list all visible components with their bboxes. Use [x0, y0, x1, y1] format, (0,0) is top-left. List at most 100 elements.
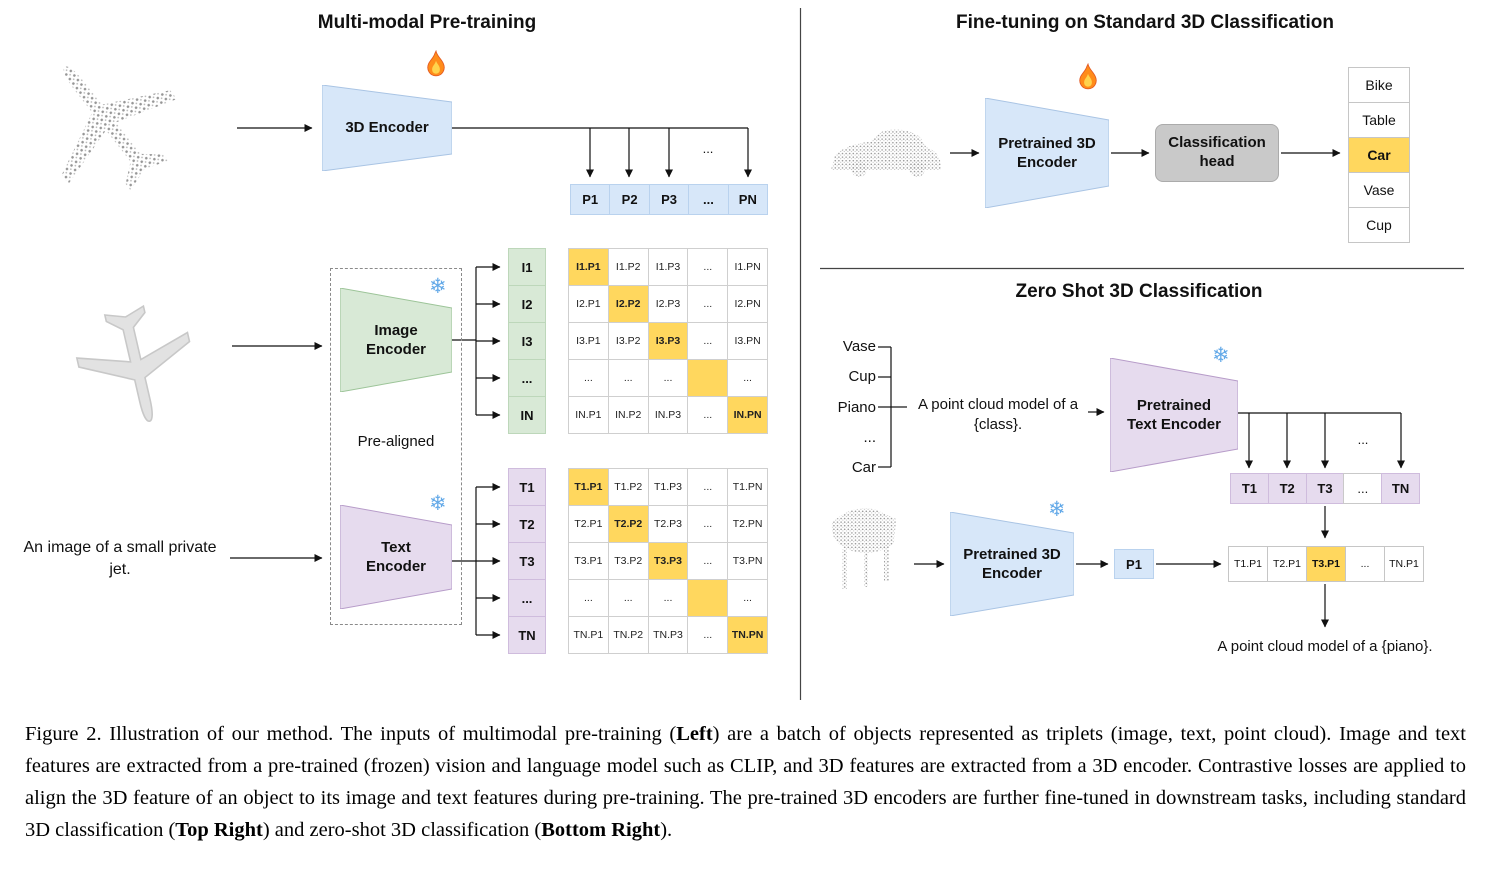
t-header-cell: T1 — [508, 468, 546, 506]
image-point-sim-cell — [688, 360, 728, 396]
class-cell: Bike — [1348, 67, 1410, 103]
image-point-sim-cell: I3.P1 — [569, 323, 608, 359]
airplane-pointcloud — [61, 66, 178, 191]
piano-pointcloud — [831, 508, 896, 589]
image-point-sim-cell: ... — [688, 249, 728, 285]
text-point-sim-cell: T1.P3 — [648, 469, 688, 505]
text-point-sim-cell: T3.P2 — [608, 543, 648, 579]
snowflake-icon: ❄ — [1212, 344, 1230, 367]
zs-t-cell: T2 — [1267, 473, 1307, 504]
text-point-sim-cell: TN.P3 — [648, 617, 688, 653]
text-point-sim-cell: T2.P3 — [648, 506, 688, 542]
image-point-sim-cell: ... — [648, 360, 688, 396]
image-encoder: Image Encoder — [340, 288, 452, 392]
image-point-sim-cell: I2.P1 — [569, 286, 608, 322]
caption-text: ). — [660, 818, 673, 841]
zs-class-word: Piano — [837, 398, 876, 416]
fire-icon — [424, 49, 448, 83]
image-point-sim-cell: I3.P3 — [648, 323, 688, 359]
pretrained-3d-encoder-finetune: Pretrained 3D Encoder — [985, 98, 1109, 208]
text-point-sim-cell: ... — [569, 580, 608, 616]
image-point-sim-cell: IN.PN — [728, 397, 767, 433]
zs-result-cell: TN.P1 — [1384, 546, 1424, 582]
image-point-sim-cell: ... — [608, 360, 648, 396]
pretrained-3d-encoder-zeroshot-label: Pretrained 3D Encoder — [963, 545, 1061, 583]
class-cell: Table — [1348, 102, 1410, 138]
zs-result-cell: ... — [1345, 546, 1385, 582]
p-header-cell: P1 — [570, 184, 611, 215]
p-row-ellipsis: ... — [702, 141, 714, 156]
t-header-cell: T2 — [508, 505, 546, 543]
caption-bold-text: Top Right — [175, 818, 263, 841]
zs-ellipsis: ... — [1357, 432, 1369, 447]
image-point-sim-cell: IN.P1 — [569, 397, 608, 433]
class-cell: Vase — [1348, 172, 1410, 208]
i-header-cell: ... — [508, 359, 546, 397]
text-point-sim-cell: T2.P2 — [608, 506, 648, 542]
text-point-sim-cell: TN.P1 — [569, 617, 608, 653]
text-encoder: Text Encoder — [340, 505, 452, 609]
zs-class-word: Cup — [848, 368, 876, 386]
image-encoder-label: Image Encoder — [365, 321, 426, 359]
image-point-sim-cell: ... — [569, 360, 608, 396]
zs-result-cell: T1.P1 — [1228, 546, 1268, 582]
zs-result-cell: T3.P1 — [1306, 546, 1346, 582]
text-point-sim-cell: T1.P1 — [569, 469, 608, 505]
image-point-sim-cell: IN.P3 — [648, 397, 688, 433]
connector-lines — [61, 8, 1464, 700]
t-header-cell: ... — [508, 579, 546, 617]
image-point-sim-cell: I1.PN — [728, 249, 767, 285]
pretraining-title: Multi-modal Pre-training — [317, 12, 537, 33]
text-point-sim-cell: T1.P2 — [608, 469, 648, 505]
image-point-sim-cell: ... — [688, 286, 728, 322]
zs-prompt: A point cloud model of a {class}. — [917, 396, 1079, 434]
3d-encoder: 3D Encoder — [322, 85, 452, 171]
p-header-cell: P2 — [609, 184, 650, 215]
image-point-sim-cell: I1.P2 — [608, 249, 648, 285]
caption-text: Figure 2. Illustration of our method. Th… — [25, 723, 677, 745]
image-point-sim-cell: I2.PN — [728, 286, 767, 322]
i-header-cell: I1 — [508, 248, 546, 286]
i-header-cell: I2 — [508, 285, 546, 323]
text-point-sim-cell: T1.PN — [728, 469, 767, 505]
text-point-sim-cell: TN.P2 — [608, 617, 648, 653]
image-point-sim-cell: I2.P2 — [608, 286, 648, 322]
pre-aligned-label: Pre-aligned — [357, 433, 435, 450]
image-point-sim-cell: I3.PN — [728, 323, 767, 359]
text-point-sim-cell: ... — [688, 543, 728, 579]
pretrained-text-encoder-label: Pretrained Text Encoder — [1127, 396, 1221, 434]
zs-result-prompt: A point cloud model of a {piano}. — [1217, 638, 1433, 655]
snowflake-icon: ❄ — [429, 275, 447, 298]
zs-t-cell: ... — [1343, 473, 1383, 504]
image-point-sim-cell: I2.P3 — [648, 286, 688, 322]
text-point-sim-cell: T3.P1 — [569, 543, 608, 579]
text-point-sim-cell: T3.P3 — [648, 543, 688, 579]
classification-head: Classification head — [1155, 124, 1279, 182]
image-point-sim-cell: I1.P3 — [648, 249, 688, 285]
text-point-sim-cell: T2.P1 — [569, 506, 608, 542]
zs-t-cell: T1 — [1230, 473, 1269, 504]
text-point-sim-cell: ... — [648, 580, 688, 616]
text-point-sim-cell — [688, 580, 728, 616]
text-point-sim-cell: T2.PN — [728, 506, 767, 542]
image-point-sim-cell: ... — [688, 397, 728, 433]
zs-t-cell: T3 — [1305, 473, 1345, 504]
text-point-sim-cell: T3.PN — [728, 543, 767, 579]
i-header-cell: I3 — [508, 322, 546, 360]
text-point-sim-cell: ... — [688, 617, 728, 653]
text-point-sim-cell: ... — [688, 469, 728, 505]
p-header-cell: ... — [688, 184, 729, 215]
image-point-sim-cell: IN.P2 — [608, 397, 648, 433]
class-cell: Cup — [1348, 207, 1410, 243]
image-point-sim-cell: I3.P2 — [608, 323, 648, 359]
p-header-cell: P3 — [648, 184, 690, 215]
text-point-sim-cell: TN.PN — [728, 617, 767, 653]
text-point-sim-cell: ... — [608, 580, 648, 616]
